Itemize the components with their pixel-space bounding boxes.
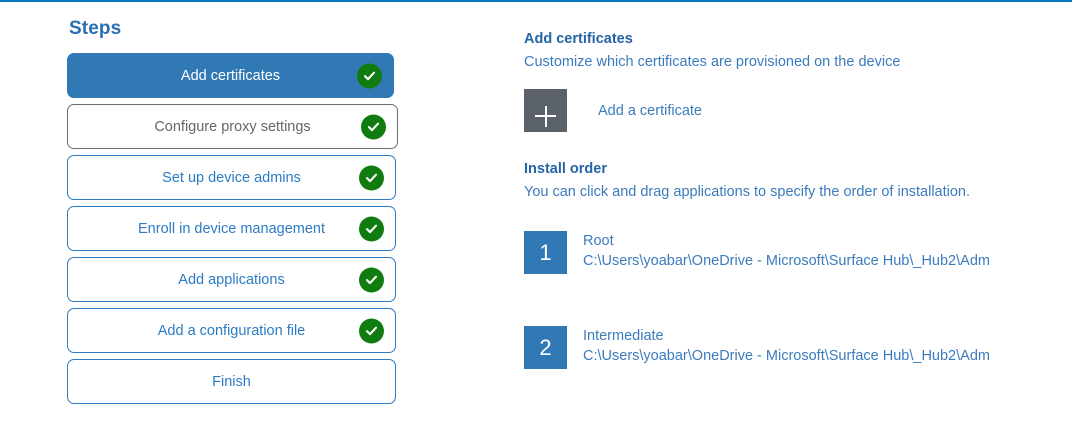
add-certificate-row[interactable]: Add a certificate [524,89,1024,132]
order-index-badge: 2 [524,326,567,369]
order-item-text: Intermediate C:\Users\yoabar\OneDrive - … [583,326,1023,366]
step-label: Add certificates [180,67,281,84]
section-subtitle-install-order: You can click and drag applications to s… [524,184,971,200]
check-circle-icon [359,318,384,343]
section-heading-add-certificates: Add certificates [524,31,633,47]
add-certificates-section: Add certificates Customize which certifi… [524,30,1024,132]
sidebar-item-finish[interactable]: Finish [67,359,396,404]
sidebar-item-configure-proxy-settings[interactable]: Configure proxy settings [67,104,398,149]
top-accent-rule [0,0,1072,2]
certificate-name: Root [583,233,614,249]
page-title: Steps [69,18,122,39]
step-label: Configure proxy settings [154,118,311,135]
steps-panel: Steps Add certificates Configure proxy s… [67,18,407,410]
check-circle-icon [359,165,384,190]
step-label: Finish [212,373,251,390]
check-circle-icon [359,216,384,241]
install-order-section: Install order You can click and drag app… [524,160,1024,369]
detail-panel: Add certificates Customize which certifi… [524,30,1024,421]
step-label: Add a configuration file [157,322,306,339]
check-circle-icon [357,63,382,88]
step-label: Enroll in device management [138,220,325,237]
sidebar-item-enroll-in-device-management[interactable]: Enroll in device management [67,206,396,251]
check-circle-icon [361,114,386,139]
order-index-badge: 1 [524,231,567,274]
step-label: Add applications [178,271,285,288]
install-order-list: 1 Root C:\Users\yoabar\OneDrive - Micros… [524,231,1024,369]
certificate-path: C:\Users\yoabar\OneDrive - Microsoft\Sur… [583,253,990,269]
sidebar-item-add-a-configuration-file[interactable]: Add a configuration file [67,308,396,353]
plus-icon[interactable] [524,89,567,132]
section-heading-install-order: Install order [524,161,607,177]
order-item-text: Root C:\Users\yoabar\OneDrive - Microsof… [583,231,1023,271]
check-circle-icon [359,267,384,292]
list-item[interactable]: 2 Intermediate C:\Users\yoabar\OneDrive … [524,326,1024,369]
sidebar-item-set-up-device-admins[interactable]: Set up device admins [67,155,396,200]
plus-icon-vertical-bar [544,105,547,127]
certificate-name: Intermediate [583,328,664,344]
add-a-certificate-label[interactable]: Add a certificate [598,102,702,119]
sidebar-item-add-applications[interactable]: Add applications [67,257,396,302]
certificate-path: C:\Users\yoabar\OneDrive - Microsoft\Sur… [583,348,990,364]
step-label: Set up device admins [162,169,301,186]
list-item[interactable]: 1 Root C:\Users\yoabar\OneDrive - Micros… [524,231,1024,274]
sidebar-item-add-certificates[interactable]: Add certificates [67,53,394,98]
section-subtitle-add-certificates: Customize which certificates are provisi… [524,54,901,70]
